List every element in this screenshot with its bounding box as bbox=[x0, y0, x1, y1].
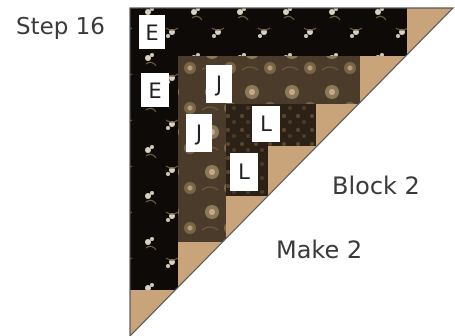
svg-text:J: J bbox=[194, 121, 202, 145]
label-e-top: E bbox=[139, 15, 165, 49]
make-label: Make 2 bbox=[276, 236, 362, 264]
svg-text:E: E bbox=[145, 21, 158, 45]
svg-text:L: L bbox=[238, 160, 250, 184]
label-j-top: J bbox=[206, 65, 232, 103]
label-e-left: E bbox=[141, 73, 169, 107]
label-l-left: L bbox=[230, 153, 258, 191]
block-label: Block 2 bbox=[332, 172, 420, 200]
svg-text:E: E bbox=[148, 79, 161, 103]
svg-text:L: L bbox=[260, 112, 272, 136]
svg-text:J: J bbox=[214, 72, 222, 96]
label-l-top: L bbox=[252, 106, 280, 142]
label-j-left: J bbox=[186, 114, 212, 152]
